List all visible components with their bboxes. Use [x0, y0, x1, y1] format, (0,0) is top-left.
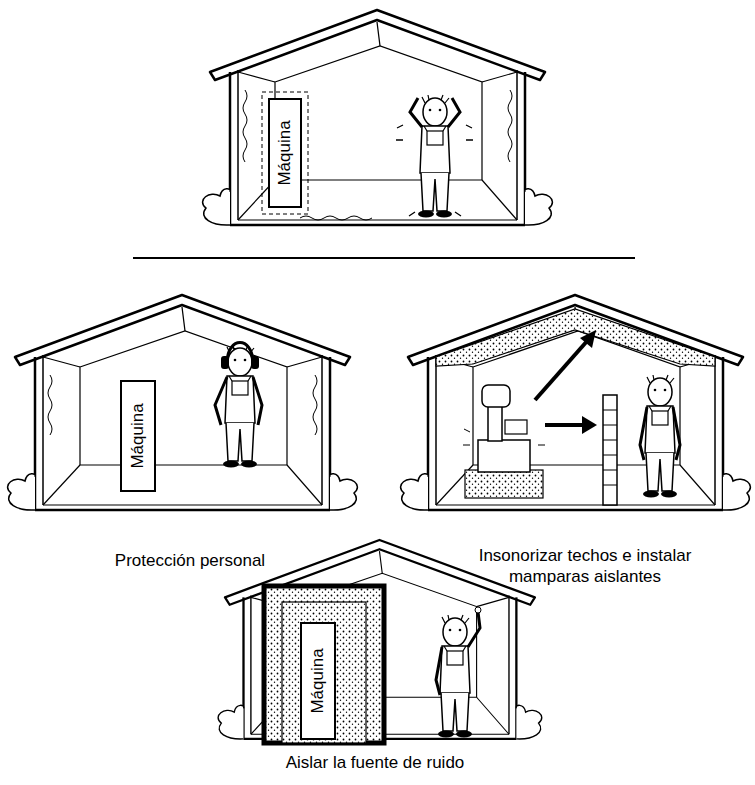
caption: Protección personal — [40, 550, 340, 571]
caption: Insonorizar techos e instalar mamparas a… — [454, 545, 716, 587]
machine-box: Máquina — [268, 98, 302, 208]
caption: Aislar la fuente de ruido — [215, 752, 535, 773]
machine-box: Máquina — [300, 622, 336, 740]
machine-label: Máquina — [308, 648, 328, 713]
machine-label: Máquina — [275, 120, 295, 185]
machine-label: Máquina — [128, 403, 148, 468]
machine-box: Máquina — [120, 380, 156, 492]
